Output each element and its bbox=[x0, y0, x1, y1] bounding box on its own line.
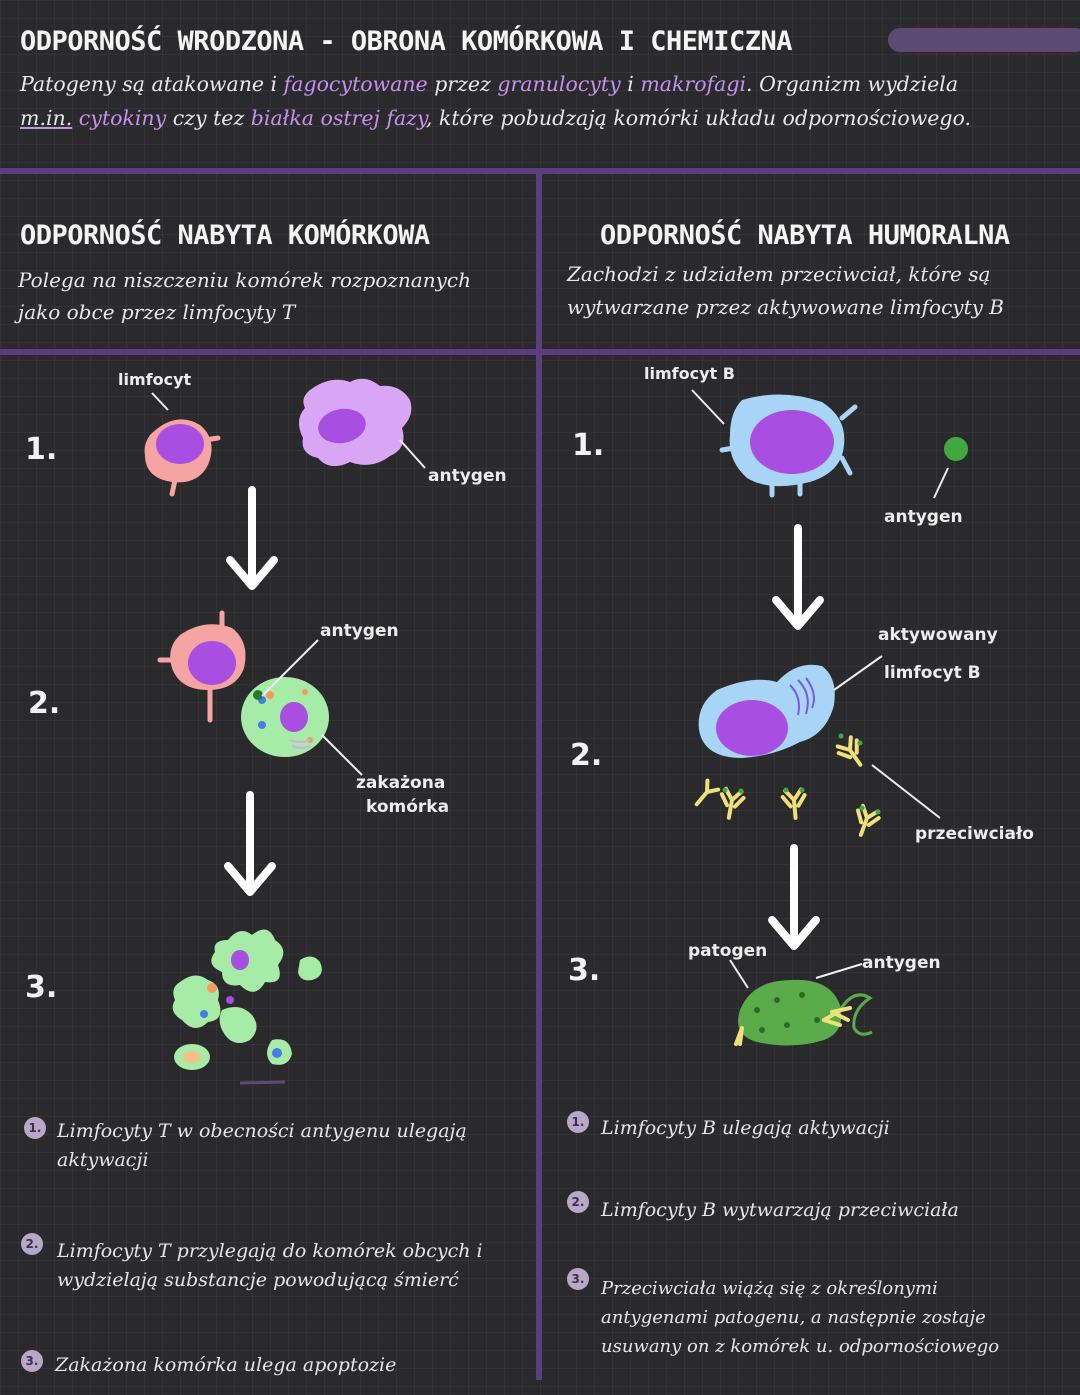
antigen-dot bbox=[944, 437, 968, 461]
page-title: ODPORNOŚĆ WRODZONA - OBRONA KOMÓRKOWA I … bbox=[20, 26, 793, 57]
pointer-patogen bbox=[729, 959, 749, 989]
arrow-down-right-1 bbox=[772, 524, 824, 630]
antibody-tips bbox=[722, 733, 881, 815]
pointer-antygen-1 bbox=[399, 439, 426, 469]
label-aktywowany-1: aktywowany bbox=[878, 625, 998, 645]
label-przeciwcialo: przeciwciało bbox=[915, 824, 1034, 844]
label-antygen-left-2: antygen bbox=[320, 621, 399, 641]
infected-cell bbox=[241, 677, 329, 757]
left-note-2-badge: 2. bbox=[21, 1233, 43, 1255]
label-limfocyt: limfocyt bbox=[118, 370, 192, 389]
pointer-przeciwcialo bbox=[871, 764, 941, 819]
pathogen bbox=[734, 979, 873, 1046]
intro-line-2: m.in. cytokiny czy tez białka ostrej faz… bbox=[20, 106, 972, 130]
left-section-title: ODPORNOŚĆ NABYTA KOMÓRKOWA bbox=[20, 220, 430, 251]
t-lymphocyte-cell bbox=[144, 419, 221, 497]
left-note-2-line-1: Limfocyty T przylegają do komórek obcych… bbox=[57, 1240, 483, 1262]
apoptotic-cell-fragments bbox=[172, 929, 322, 1070]
label-limfocyt-b: limfocyt B bbox=[644, 364, 735, 383]
arrow-down-2 bbox=[224, 791, 276, 896]
label-antygen-left-1: antygen bbox=[428, 466, 507, 486]
right-note-3-line-1: Przeciwciała wiążą się z określonymi bbox=[601, 1278, 938, 1299]
left-desc-line-1: Polega na niszczeniu komórek rozpoznanyc… bbox=[18, 268, 471, 292]
label-aktywowany-2: limfocyt B bbox=[884, 663, 981, 683]
left-note-3-badge: 3. bbox=[21, 1350, 43, 1372]
right-desc-line-1: Zachodzi z udziałem przeciwciał, które s… bbox=[567, 262, 991, 286]
pointer-limfocyt bbox=[151, 392, 169, 411]
right-note-1-badge: 1. bbox=[567, 1111, 589, 1133]
right-note-3-line-2: antygenami patogenu, a następnie zostaje bbox=[601, 1307, 986, 1328]
right-desc-line-2: wytwarzane przez aktywowane limfocyty B bbox=[567, 295, 1004, 319]
right-note-3-line-3: usuwany on z komórek u. odpornościowego bbox=[601, 1336, 1000, 1357]
right-section-title: ODPORNOŚĆ NABYTA HUMORALNA bbox=[600, 220, 1010, 251]
left-note-3-line-1: Zakażona komórka ulega apoptozie bbox=[55, 1354, 397, 1376]
pointer-antygen-right-1 bbox=[933, 467, 949, 499]
left-diagram bbox=[144, 378, 426, 1085]
pointer-aktywowany bbox=[833, 655, 883, 691]
right-step-3: 3. bbox=[568, 953, 601, 988]
antibodies bbox=[694, 735, 881, 837]
label-patogen: patogen bbox=[688, 941, 768, 961]
divider-vertical bbox=[536, 170, 542, 1380]
left-desc-line-2: jako obce przez limfocyty T bbox=[18, 300, 296, 324]
pointer-zakazona bbox=[321, 734, 363, 776]
antigen-cell bbox=[298, 378, 412, 467]
activated-b-lymphocyte bbox=[698, 664, 835, 758]
label-zakazona-1: zakażona bbox=[356, 773, 446, 793]
left-note-2-line-2: wydzielają substancje powodującą śmierć bbox=[57, 1269, 459, 1291]
left-note-1-line-2: aktywacji bbox=[57, 1149, 149, 1171]
right-note-3-badge: 3. bbox=[567, 1268, 589, 1290]
pointer-antygen-2 bbox=[261, 639, 319, 697]
b-lymphocyte-cell bbox=[719, 394, 858, 498]
left-step-1: 1. bbox=[25, 432, 58, 467]
right-step-2: 2. bbox=[570, 738, 603, 773]
label-zakazona-2: komórka bbox=[366, 797, 450, 817]
arrow-down-1 bbox=[226, 486, 278, 590]
right-note-2-line-1: Limfocyty B wytwarzają przeciwciała bbox=[601, 1199, 959, 1221]
left-step-3: 3. bbox=[25, 970, 58, 1005]
right-diagram bbox=[691, 389, 968, 1046]
left-step-2: 2. bbox=[28, 686, 61, 721]
left-note-1-badge: 1. bbox=[24, 1117, 46, 1139]
left-note-1-line-1: Limfocyty T w obecności antygenu ulegają bbox=[57, 1120, 467, 1142]
right-note-2-badge: 2. bbox=[567, 1191, 589, 1213]
underline-mark bbox=[239, 1080, 286, 1085]
pointer-limfocyt-b bbox=[691, 389, 725, 425]
right-step-1: 1. bbox=[572, 428, 605, 463]
intro-line-1: Patogeny są atakowane i fagocytowane prz… bbox=[20, 72, 959, 96]
label-antygen-right-1: antygen bbox=[884, 507, 963, 527]
arrow-down-right-2 bbox=[768, 844, 820, 950]
t-lymphocyte-attached bbox=[157, 610, 246, 723]
right-note-1-line-1: Limfocyty B ulegają aktywacji bbox=[601, 1117, 890, 1139]
pointer-antygen-right-2 bbox=[815, 963, 863, 979]
title-accent-bar bbox=[888, 28, 1080, 52]
label-antygen-right-2: antygen bbox=[862, 953, 941, 973]
